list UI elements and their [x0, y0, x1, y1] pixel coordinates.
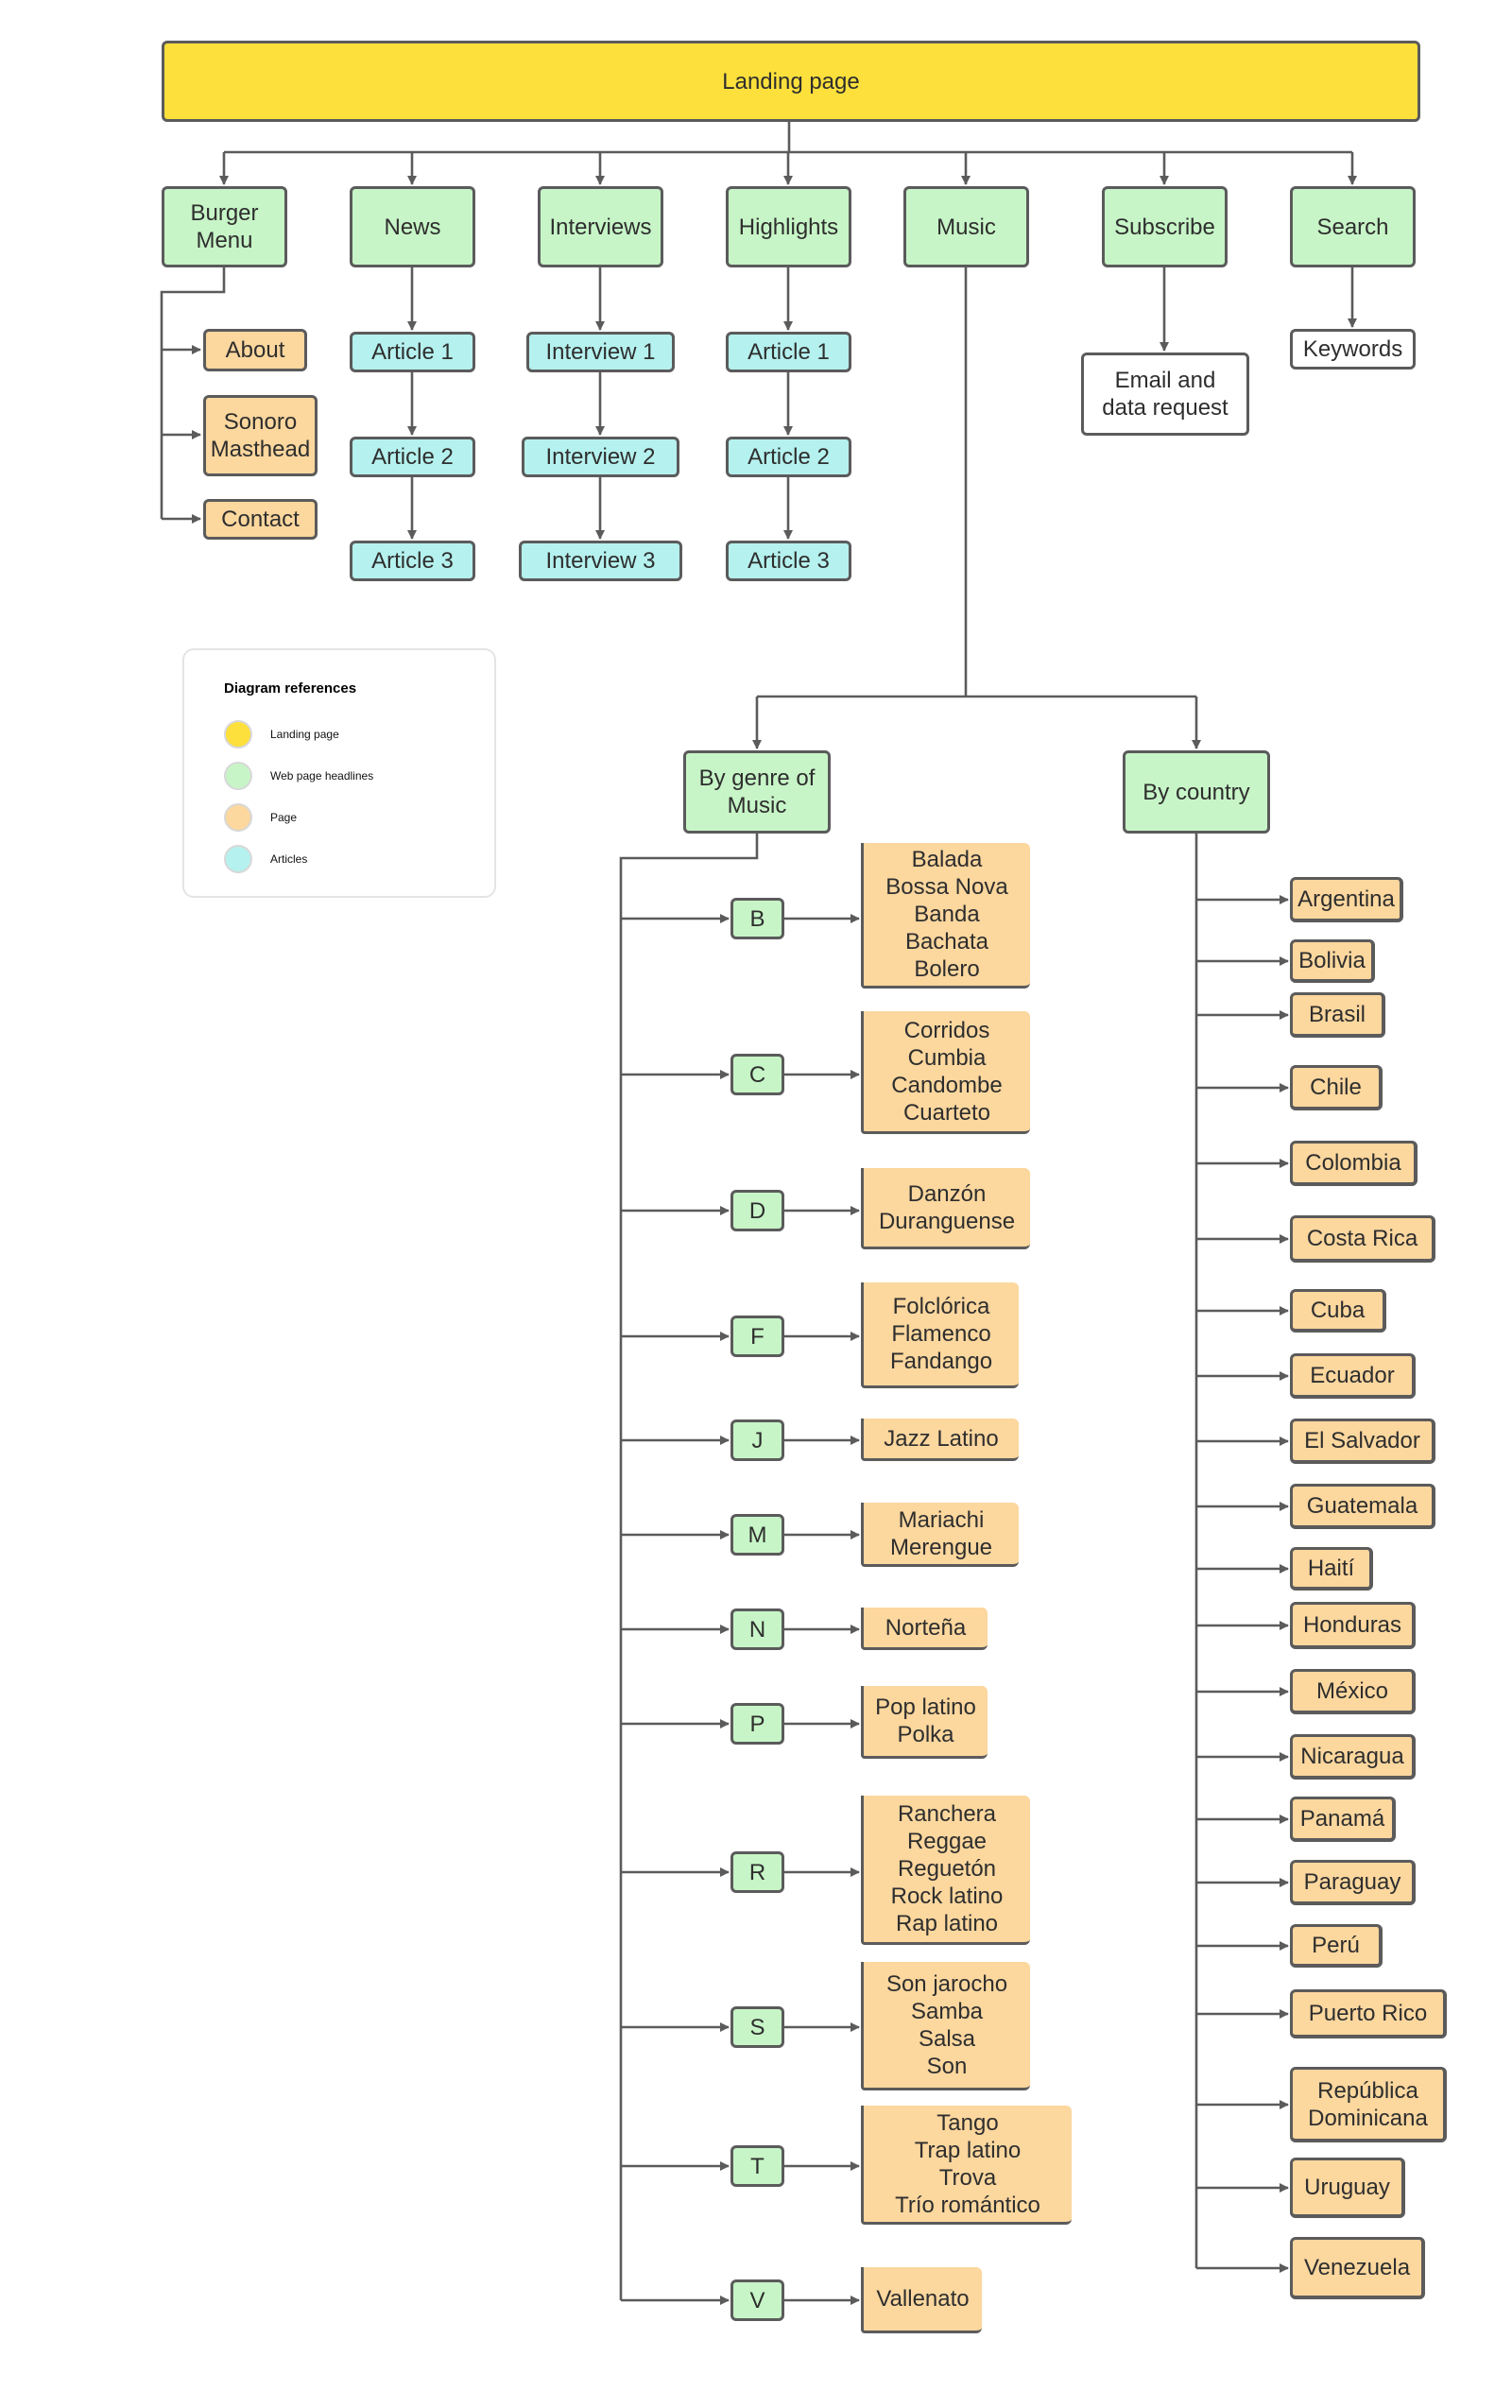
- interview-node[interactable]: Interview 2: [522, 437, 679, 477]
- genre-list-node[interactable]: Corridos Cumbia Candombe Cuarteto: [861, 1011, 1030, 1134]
- country-node[interactable]: Panamá: [1290, 1797, 1396, 1842]
- genre-letter-node[interactable]: N: [730, 1608, 784, 1650]
- country-node[interactable]: Colombia: [1290, 1141, 1418, 1186]
- genre-list-node[interactable]: Vallenato: [861, 2267, 982, 2333]
- keywords-node[interactable]: Keywords: [1290, 329, 1416, 370]
- connector-line: [160, 267, 226, 519]
- contact-page-node[interactable]: Contact: [203, 499, 318, 540]
- legend-label: Landing page: [270, 728, 339, 741]
- genre-letter-node[interactable]: F: [730, 1316, 784, 1357]
- genre-letter-node[interactable]: C: [730, 1054, 784, 1095]
- country-node[interactable]: República Dominicana: [1290, 2067, 1447, 2142]
- about-page-node[interactable]: About: [203, 329, 307, 371]
- search-node[interactable]: Search: [1290, 186, 1416, 267]
- country-node[interactable]: Guatemala: [1290, 1484, 1435, 1529]
- genre-list-node[interactable]: Folclórica Flamenco Fandango: [861, 1282, 1019, 1388]
- genre-list-node[interactable]: Jazz Latino: [861, 1419, 1019, 1461]
- genre-list-node[interactable]: Mariachi Merengue: [861, 1503, 1019, 1567]
- highlights-article-node[interactable]: Article 1: [726, 332, 851, 372]
- news-node[interactable]: News: [350, 186, 475, 267]
- genre-letter-node[interactable]: T: [730, 2145, 784, 2187]
- highlights-node[interactable]: Highlights: [726, 186, 851, 267]
- country-node[interactable]: El Salvador: [1290, 1419, 1435, 1464]
- legend-item-articles: Articles: [224, 845, 479, 877]
- news-article-node[interactable]: Article 2: [350, 437, 475, 477]
- by-genre-node[interactable]: By genre of Music: [683, 750, 831, 834]
- country-node[interactable]: Honduras: [1290, 1602, 1416, 1649]
- legend-swatch-page: [224, 803, 252, 832]
- genre-letter-node[interactable]: M: [730, 1514, 784, 1556]
- subscribe-node[interactable]: Subscribe: [1102, 186, 1228, 267]
- country-node[interactable]: Venezuela: [1290, 2237, 1425, 2299]
- genre-list-node[interactable]: Pop latino Polka: [861, 1686, 988, 1759]
- genre-list-node[interactable]: Balada Bossa Nova Banda Bachata Bolero: [861, 843, 1030, 989]
- news-article-node[interactable]: Article 1: [350, 332, 475, 372]
- country-node[interactable]: Chile: [1290, 1065, 1383, 1110]
- country-node[interactable]: Puerto Rico: [1290, 1989, 1447, 2038]
- country-node[interactable]: Perú: [1290, 1924, 1383, 1968]
- country-node[interactable]: Ecuador: [1290, 1353, 1416, 1399]
- interview-node[interactable]: Interview 3: [519, 541, 682, 581]
- genre-list-node[interactable]: Tango Trap latino Trova Trío romántico: [861, 2106, 1072, 2225]
- genre-list-node[interactable]: Ranchera Reggae Reguetón Rock latino Rap…: [861, 1796, 1030, 1945]
- genre-letter-node[interactable]: B: [730, 898, 784, 939]
- connector-line: [619, 834, 759, 2300]
- genre-list-node[interactable]: Son jarocho Samba Salsa Son: [861, 1962, 1030, 2090]
- highlights-article-node[interactable]: Article 2: [726, 437, 851, 477]
- genre-letter-node[interactable]: D: [730, 1190, 784, 1231]
- genre-list-node[interactable]: Danzón Duranguense: [861, 1168, 1030, 1249]
- landing-page-node[interactable]: Landing page: [162, 41, 1420, 122]
- music-node[interactable]: Music: [903, 186, 1029, 267]
- country-node[interactable]: Uruguay: [1290, 2158, 1405, 2218]
- highlights-article-node[interactable]: Article 3: [726, 541, 851, 581]
- country-node[interactable]: Brasil: [1290, 992, 1385, 1038]
- legend-item-headlines: Web page headlines: [224, 762, 479, 794]
- by-country-node[interactable]: By country: [1123, 750, 1270, 834]
- interviews-node[interactable]: Interviews: [538, 186, 663, 267]
- legend-swatch-headlines: [224, 762, 252, 790]
- genre-letter-node[interactable]: P: [730, 1703, 784, 1745]
- genre-letter-node[interactable]: J: [730, 1419, 784, 1461]
- country-node[interactable]: Paraguay: [1290, 1860, 1416, 1905]
- legend-label: Page: [270, 811, 298, 824]
- country-node[interactable]: Costa Rica: [1290, 1215, 1435, 1263]
- legend-title: Diagram references: [224, 680, 357, 697]
- country-node[interactable]: México: [1290, 1669, 1416, 1714]
- legend-label: Articles: [270, 852, 308, 866]
- country-node[interactable]: Haití: [1290, 1547, 1373, 1591]
- burger-menu-node[interactable]: Burger Menu: [162, 186, 287, 267]
- genre-letter-node[interactable]: R: [730, 1851, 784, 1893]
- legend-item-page: Page: [224, 803, 479, 835]
- country-node[interactable]: Argentina: [1290, 877, 1403, 922]
- masthead-page-node[interactable]: Sonoro Masthead: [203, 395, 318, 476]
- legend-swatch-landing: [224, 720, 252, 748]
- interview-node[interactable]: Interview 1: [526, 332, 675, 372]
- legend-item-landing: Landing page: [224, 720, 479, 752]
- genre-letter-node[interactable]: V: [730, 2279, 784, 2321]
- legend-swatch-articles: [224, 845, 252, 873]
- country-node[interactable]: Bolivia: [1290, 939, 1375, 983]
- genre-list-node[interactable]: Norteña: [861, 1608, 988, 1650]
- news-article-node[interactable]: Article 3: [350, 541, 475, 581]
- email-request-node[interactable]: Email and data request: [1081, 353, 1249, 436]
- legend-label: Web page headlines: [270, 769, 374, 783]
- diagram-legend: Diagram references Landing page Web page…: [182, 648, 496, 898]
- genre-letter-node[interactable]: S: [730, 2006, 784, 2048]
- country-node[interactable]: Cuba: [1290, 1289, 1386, 1333]
- country-node[interactable]: Nicaragua: [1290, 1734, 1416, 1780]
